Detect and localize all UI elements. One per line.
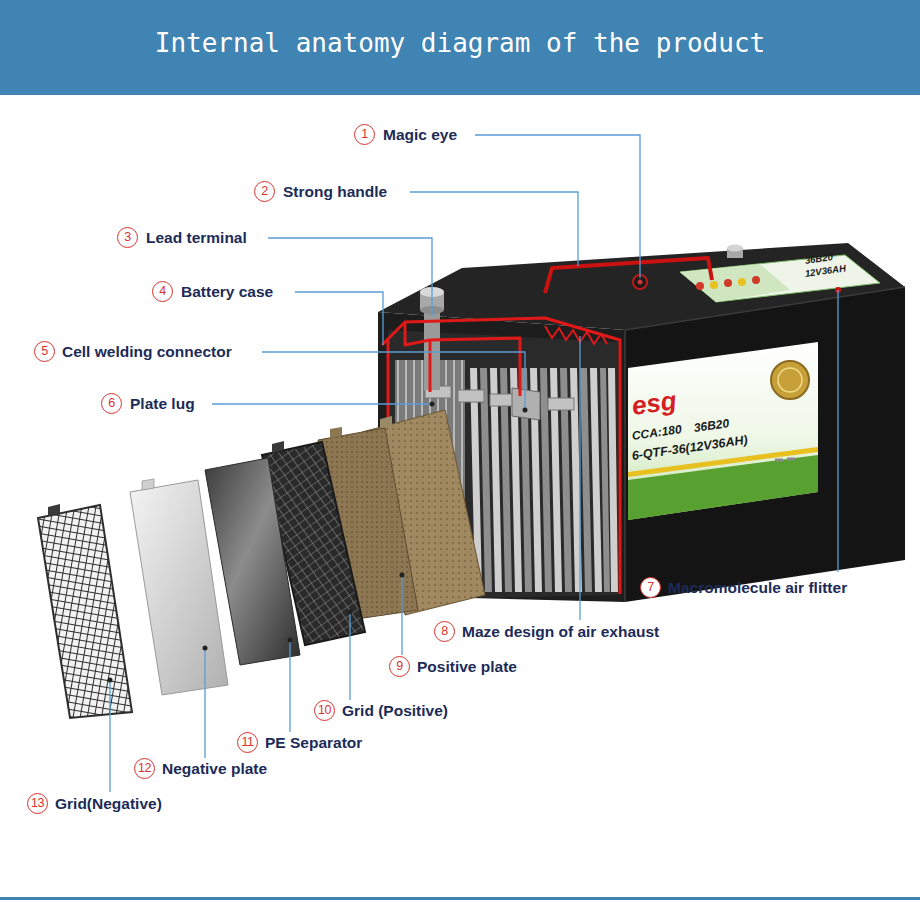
callout-number: 8 [434, 621, 455, 642]
part-label: Positive plate [417, 657, 517, 677]
part-label: Strong handle [283, 182, 387, 202]
leader-line [109, 680, 110, 792]
plate-dark [480, 368, 610, 592]
callout-number: 4 [152, 281, 173, 302]
leader-dot [348, 610, 353, 615]
leader-dot [108, 678, 113, 683]
part-label: Plate lug [130, 394, 195, 414]
handle [545, 258, 712, 293]
leader-line [262, 352, 525, 410]
plate-tab [380, 416, 392, 428]
leader-dot [523, 408, 528, 413]
callout-number: 7 [640, 577, 661, 598]
top-label-text: 36B20 [804, 252, 833, 266]
leader-lines [110, 135, 838, 792]
part-label: Maze design of air exhaust [462, 622, 659, 642]
terminal-strap [424, 305, 440, 390]
leader-line [289, 640, 290, 732]
leader-dot [400, 573, 405, 578]
leader-dot [430, 402, 435, 407]
leader-line [410, 192, 578, 266]
callout-number: 9 [389, 656, 410, 677]
leader-line [295, 292, 383, 345]
leader-dot [203, 646, 208, 651]
warning-icon [710, 281, 718, 289]
sticker-text: 36B20 [693, 417, 730, 435]
leader-line [475, 135, 640, 278]
page-title: Internal anatomy diagram of the product [0, 26, 920, 60]
plate-lug [548, 398, 574, 410]
sticker-text: CCA:180 [631, 423, 682, 443]
callout-number: 6 [101, 393, 122, 414]
plate-tab [272, 441, 284, 453]
part-label: Grid (Positive) [342, 701, 448, 721]
maze-exhaust [545, 326, 607, 344]
callout-number: 12 [134, 758, 155, 779]
negative-plate [130, 480, 228, 695]
callout-number: 5 [34, 341, 55, 362]
plate-lug [458, 390, 484, 402]
footer-rule [0, 897, 920, 900]
leader-line [401, 575, 402, 655]
cell-connector [512, 388, 540, 420]
part-label: Macromolecule air flitter [668, 578, 847, 598]
header-band [0, 0, 920, 95]
warning-icon [724, 279, 732, 287]
plate-tab [48, 504, 60, 516]
callout-number: 10 [314, 700, 335, 721]
part-label: Magic eye [383, 125, 457, 145]
part-label: Cell welding connector [62, 342, 232, 362]
plate-tab [330, 427, 342, 438]
quality-badge-ring [778, 368, 802, 392]
cert-mark [775, 459, 795, 460]
grid-negative [38, 505, 132, 718]
plate-light [470, 368, 618, 592]
callout-number: 3 [117, 227, 138, 248]
plate-tab [142, 479, 154, 490]
warning-icon [752, 276, 760, 284]
callout-number: 2 [254, 181, 275, 202]
top-label-band [680, 264, 790, 302]
terminal-top [727, 245, 743, 252]
leader-dot [288, 638, 293, 643]
leader-line [212, 403, 432, 404]
top-label-text: 12V36AH [804, 263, 846, 279]
battery-edge [625, 287, 905, 602]
brand-logo: esg [630, 386, 678, 421]
part-label: Negative plate [162, 759, 267, 779]
leader-line [837, 290, 838, 572]
battery-front-face [625, 287, 905, 602]
warning-icon [738, 278, 746, 286]
part-label: PE Separator [265, 733, 362, 753]
callout-number: 1 [354, 124, 375, 145]
callout-number: 13 [27, 793, 48, 814]
sticker-band [628, 455, 818, 520]
part-label: Lead terminal [146, 228, 247, 248]
leader-line [579, 336, 580, 620]
magic-eye-core [638, 280, 643, 285]
part-label: Battery case [181, 282, 273, 302]
warning-icon [696, 282, 704, 290]
leader-line [268, 238, 432, 316]
leader-line [349, 612, 350, 700]
leader-line [204, 648, 205, 758]
quality-badge [771, 361, 809, 399]
side-sticker [628, 342, 818, 520]
callout-number: 11 [237, 732, 258, 753]
part-label: Grid(Negative) [55, 794, 162, 814]
leader-dots [108, 402, 528, 683]
